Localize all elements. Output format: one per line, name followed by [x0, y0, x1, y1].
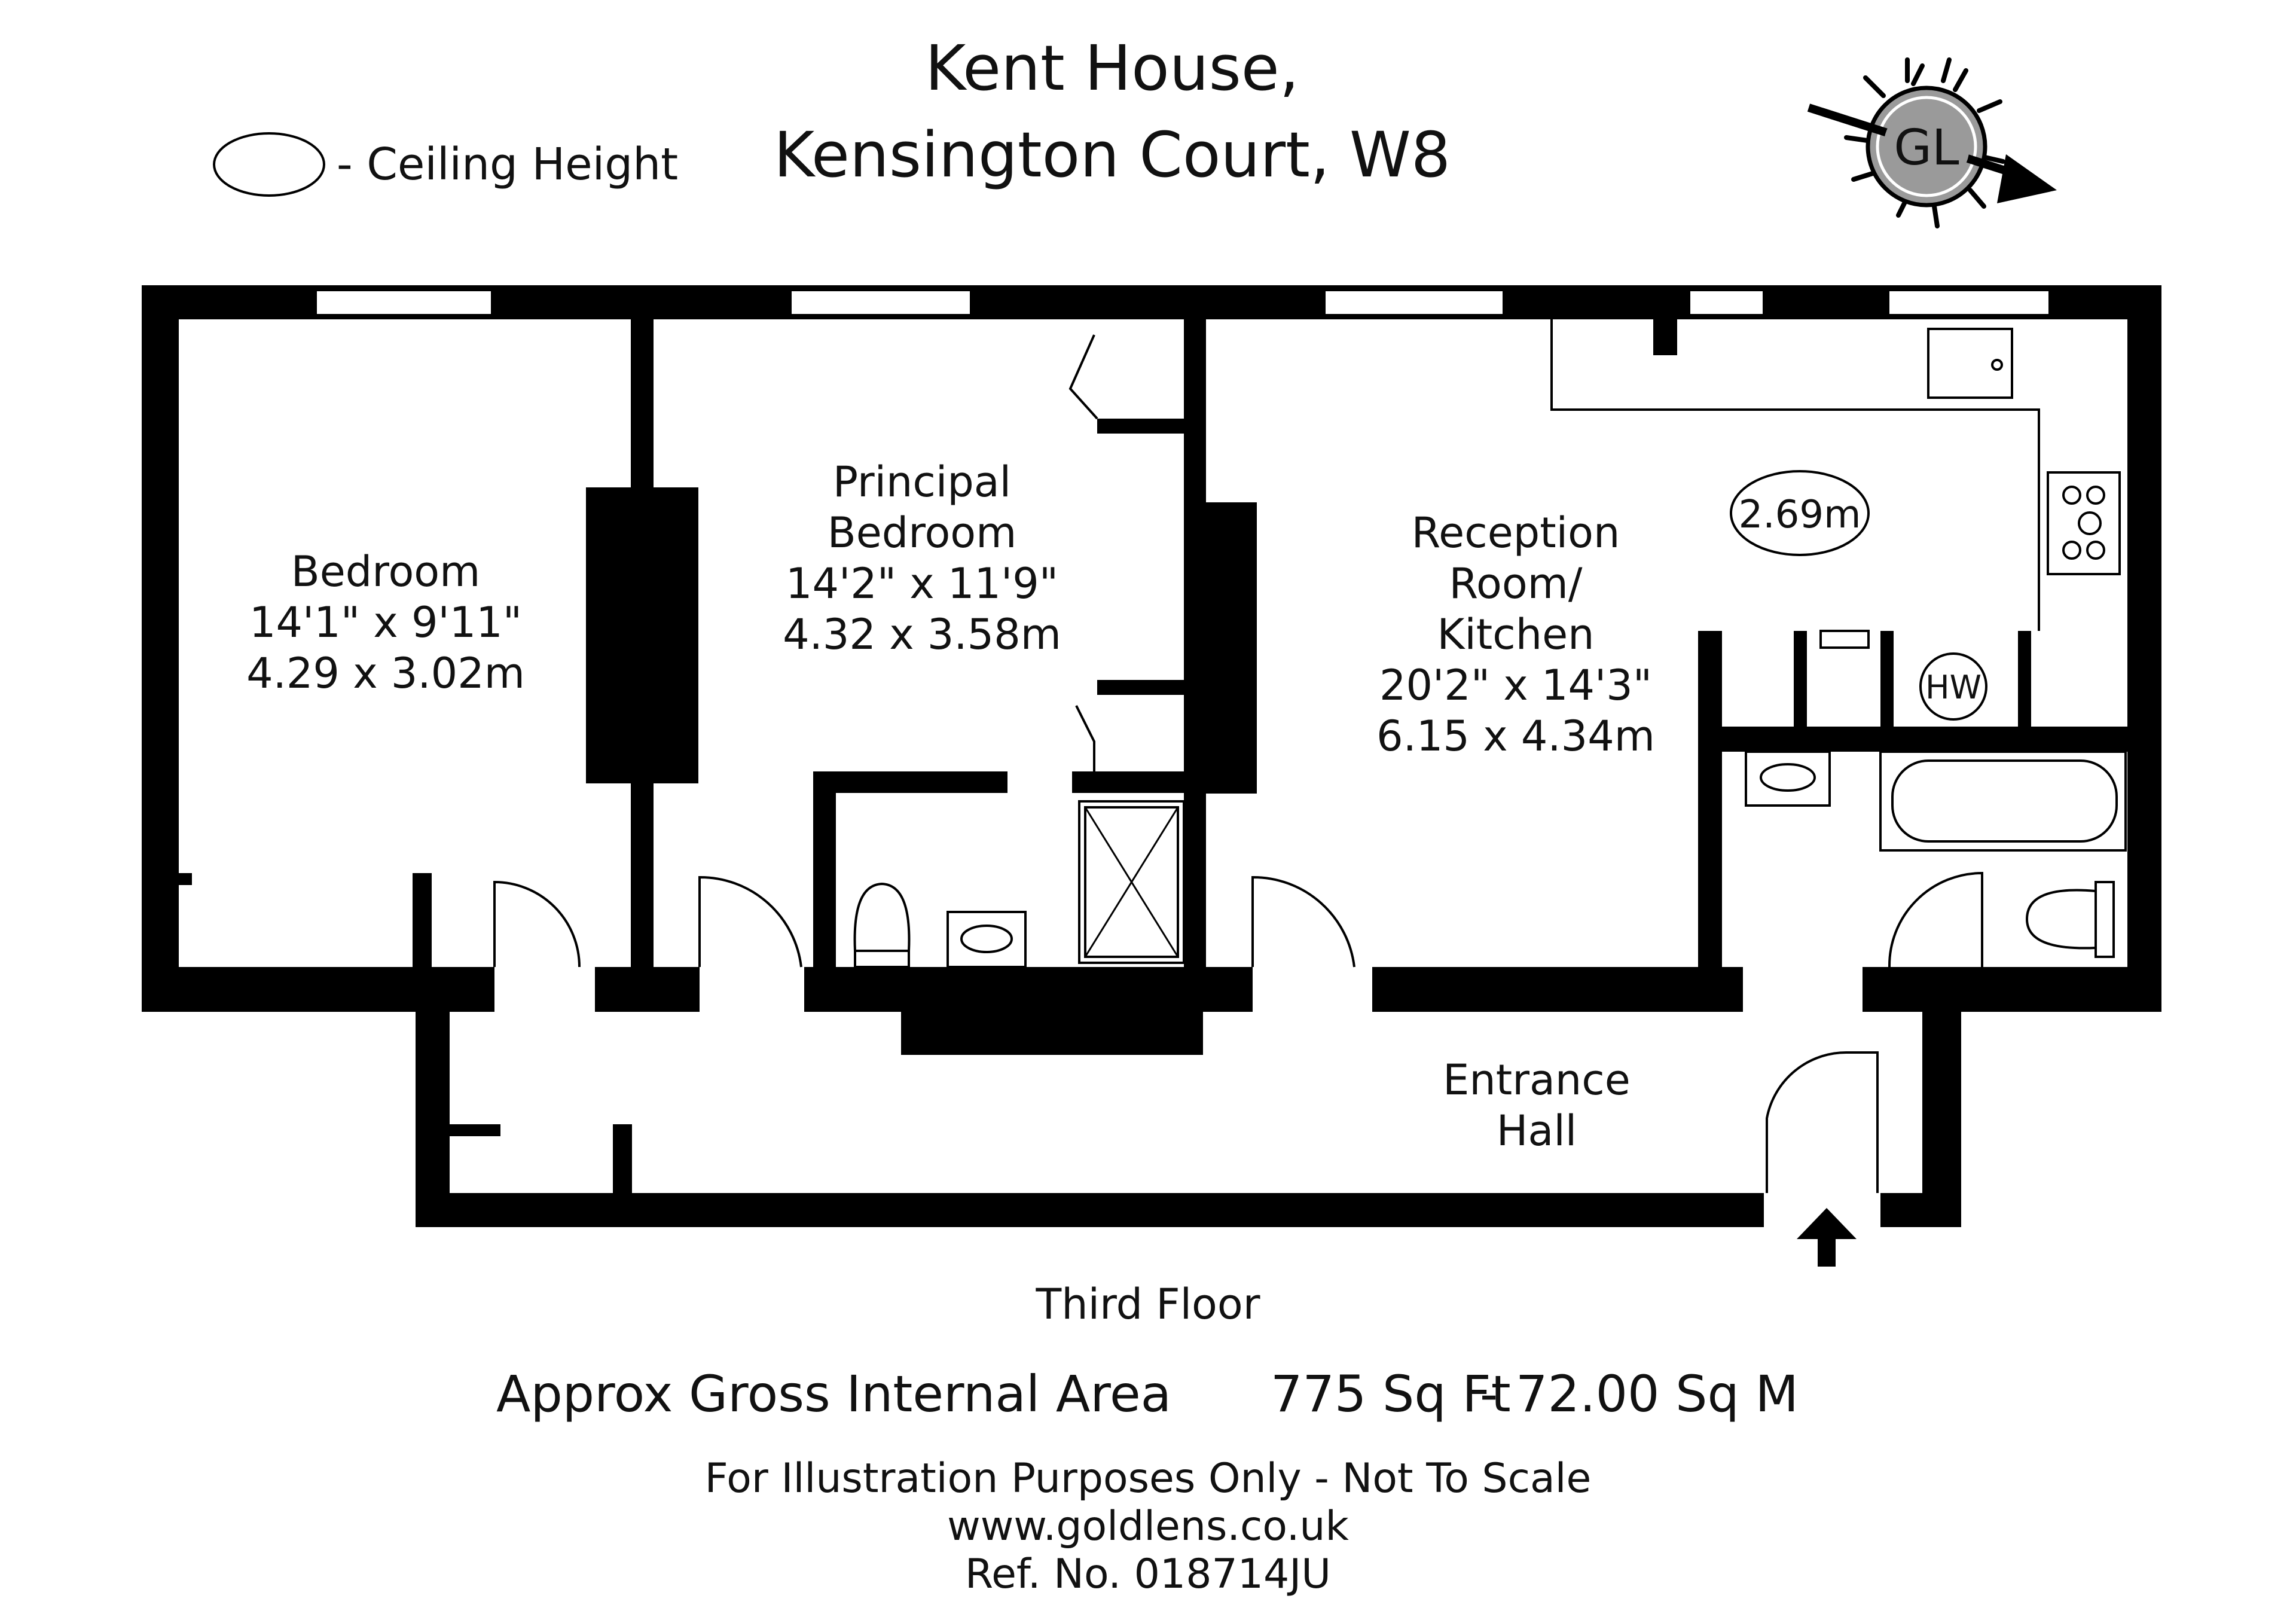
walls	[142, 285, 2161, 1227]
floor-name: Third Floor	[1036, 1280, 1260, 1329]
ceiling-height-legend-label: - Ceiling Height	[337, 139, 678, 190]
wc-icon	[2095, 881, 2115, 958]
website-text: www.goldlens.co.uk	[947, 1503, 1349, 1550]
room-principal-bedroom: Principal Bedroom 14'2" x 11'9" 4.32 x 3…	[783, 457, 1061, 659]
bedroom-name: Bedroom	[291, 547, 481, 596]
reception-metric: 6.15 x 4.34m	[1376, 712, 1655, 761]
principal-bedroom-metric: 4.32 x 3.58m	[783, 610, 1061, 659]
reception-name-1: Reception	[1412, 508, 1620, 557]
title-line-2: Kensington Court, W8	[774, 118, 1451, 191]
bedroom-metric: 4.29 x 3.02m	[246, 649, 525, 698]
area-separator: -	[1480, 1365, 1498, 1423]
fixtures	[853, 319, 2127, 968]
bedroom-imperial: 14'1" x 9'11"	[249, 598, 522, 647]
ensuite-wc-icon	[853, 882, 911, 952]
area-sqft: 775 Sq Ft	[1271, 1365, 1511, 1423]
title-line-1: Kent House,	[925, 32, 1299, 105]
entrance-hall-name-1: Entrance	[1443, 1055, 1631, 1105]
ceiling-height-marker-icon	[1730, 470, 1870, 556]
room-entrance-hall: Entrance Hall	[1443, 1055, 1631, 1155]
reception-name-3: Kitchen	[1437, 610, 1594, 659]
reference-number: Ref. No. 018714JU	[965, 1551, 1331, 1598]
logo-text: GL	[1894, 120, 1959, 176]
room-bedroom: Bedroom 14'1" x 9'11" 4.29 x 3.02m	[246, 547, 525, 698]
hot-water-cylinder-icon	[1919, 652, 1987, 721]
room-reception-kitchen: Reception Room/ Kitchen 20'2" x 14'3" 6.…	[1376, 508, 1655, 761]
principal-bedroom-imperial: 14'2" x 11'9"	[786, 559, 1058, 608]
entrance-arrow-icon	[1797, 1208, 1857, 1267]
doors	[493, 334, 1983, 1193]
disclaimer-text: For Illustration Purposes Only - Not To …	[705, 1455, 1592, 1502]
hot-water-label: HW	[1925, 669, 1981, 706]
ceiling-height-value: 2.69m	[1739, 493, 1861, 537]
principal-bedroom-name-1: Principal	[833, 457, 1011, 507]
area-sqm: 72.00 Sq M	[1516, 1365, 1799, 1423]
reception-name-2: Room/	[1449, 559, 1583, 608]
area-label: Approx Gross Internal Area	[496, 1365, 1171, 1423]
sun-compass-icon	[1807, 57, 2057, 228]
entrance-hall-name-2: Hall	[1497, 1106, 1577, 1155]
principal-bedroom-name-2: Bedroom	[828, 508, 1017, 557]
windows	[315, 289, 2051, 316]
reception-imperial: 20'2" x 14'3"	[1379, 661, 1652, 710]
ceiling-height-legend-icon	[213, 132, 325, 197]
